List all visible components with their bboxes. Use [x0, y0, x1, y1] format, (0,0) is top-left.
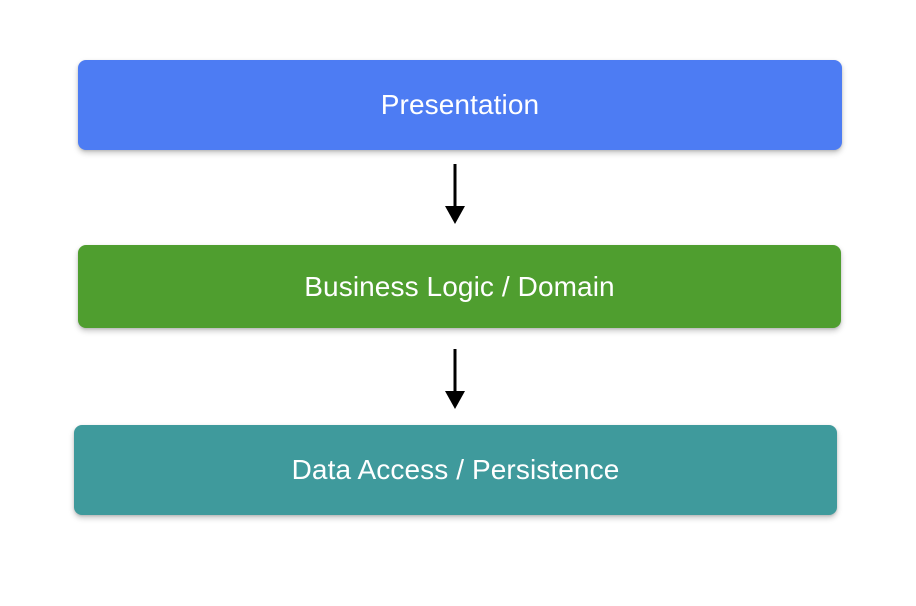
node-data-access-label: Data Access / Persistence	[291, 454, 620, 485]
node-business-logic[interactable]: Business Logic / Domain	[78, 245, 841, 328]
arrow-presentation-to-business	[445, 164, 465, 224]
node-presentation[interactable]: Presentation	[78, 60, 842, 150]
node-business-logic-label: Business Logic / Domain	[304, 270, 615, 302]
node-data-access[interactable]: Data Access / Persistence	[74, 425, 837, 515]
arrow-business-to-data	[445, 349, 465, 409]
node-presentation-label: Presentation	[380, 89, 540, 120]
